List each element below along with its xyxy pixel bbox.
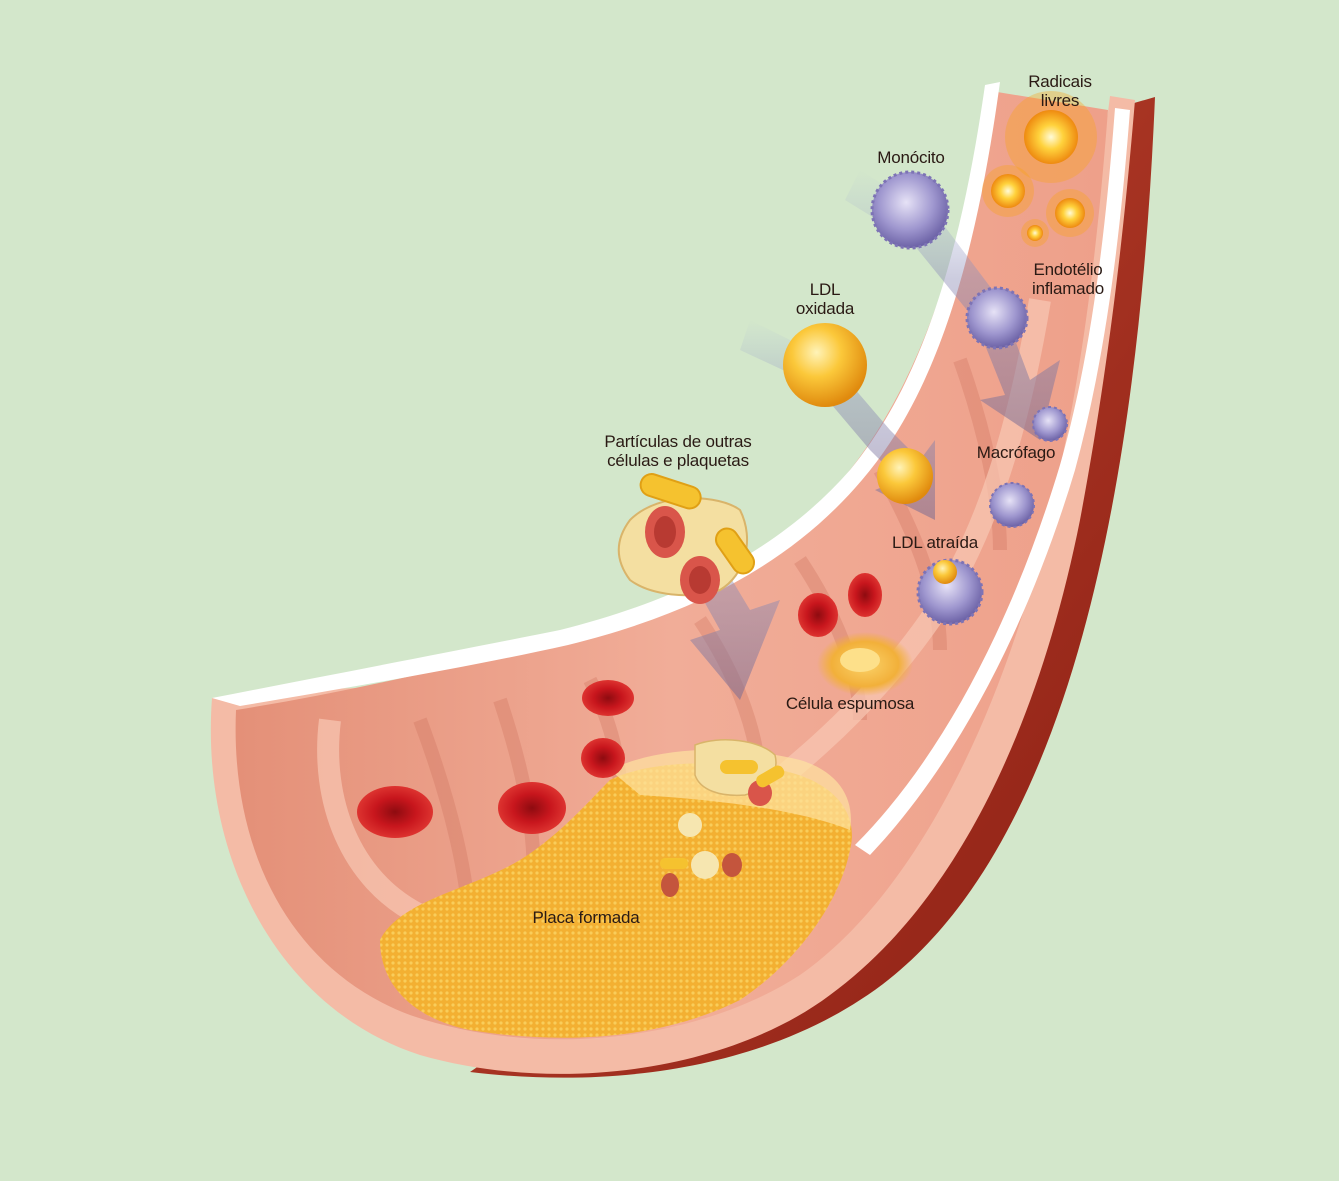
artery-outer-edge — [470, 97, 1155, 1078]
foam-cell — [817, 632, 913, 696]
free-radical-1 — [1024, 110, 1078, 164]
rbc-6 — [848, 573, 882, 617]
free-radical-2 — [991, 174, 1025, 208]
ldl-attracted — [933, 560, 957, 584]
rbc-3 — [582, 680, 634, 716]
particles-platelets — [617, 473, 756, 604]
free-radical-4 — [1027, 225, 1043, 241]
rbc-1 — [357, 786, 433, 838]
plaque — [380, 763, 852, 1038]
ldl-oxidized — [783, 323, 867, 407]
rbc-2 — [498, 782, 566, 834]
arrow-monocyte — [845, 170, 1060, 440]
red-blood-cells — [357, 573, 882, 838]
label-endotelio-inflamado: Endotélio inflamado — [1032, 260, 1104, 298]
label-particulas: Partículas de outras células e plaquetas — [604, 432, 752, 470]
label-monocito: Monócito — [877, 148, 945, 167]
plaque-particles — [660, 739, 785, 897]
rbc-5 — [798, 593, 838, 637]
label-radicais-livres: Radicais livres — [1028, 72, 1092, 110]
monocyte — [870, 170, 950, 250]
free-radicals — [982, 91, 1097, 247]
label-placa-formada: Placa formada — [532, 908, 640, 927]
macrophage-1 — [965, 286, 1029, 350]
label-ldl-atraida: LDL atraída — [891, 533, 979, 552]
macrophage-2 — [1032, 406, 1068, 442]
free-radical-3 — [1055, 198, 1085, 228]
rbc-4 — [581, 738, 625, 778]
label-ldl-oxidada: LDL oxidada — [795, 280, 855, 318]
label-celula-espumosa: Célula espumosa — [785, 694, 915, 713]
macrophage-3 — [989, 482, 1035, 528]
artery-lumen — [235, 90, 1109, 1040]
label-macrofago: Macrófago — [976, 443, 1056, 462]
ldl-in-wall — [877, 448, 933, 504]
monocytes-macrophages — [870, 170, 1068, 626]
